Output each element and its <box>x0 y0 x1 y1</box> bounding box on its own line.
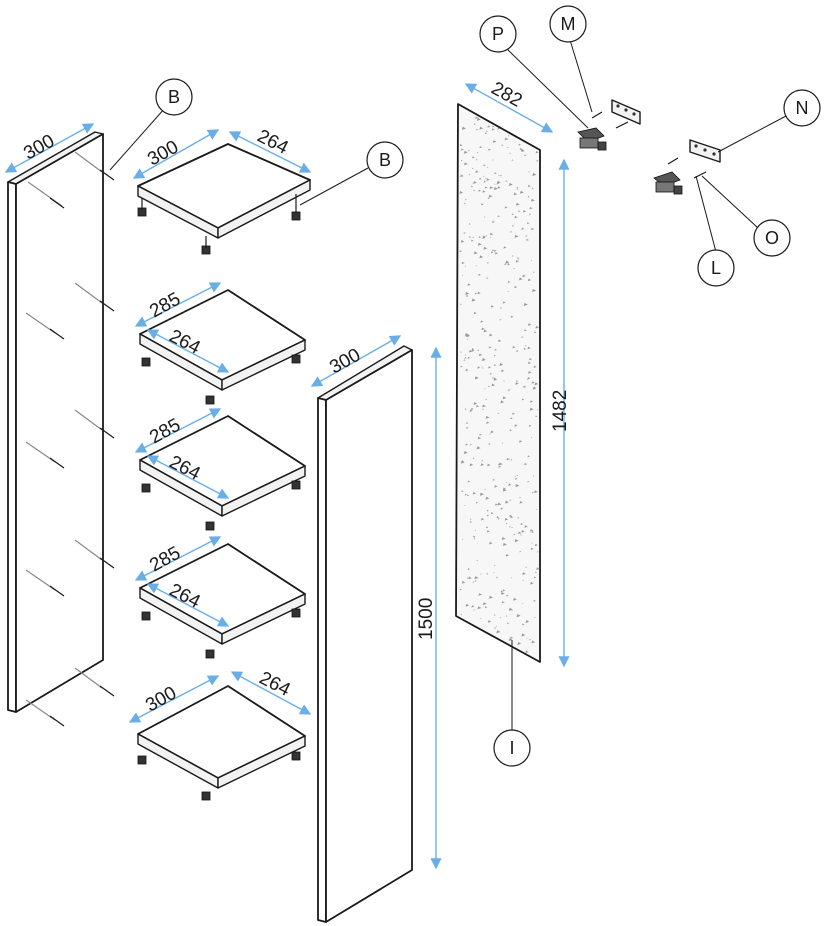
svg-text:M: M <box>561 14 576 34</box>
shelf-2: 285 264 <box>134 282 306 405</box>
right-side-height-label: 1500 <box>416 598 437 640</box>
top-shelf-depth-label: 264 <box>254 126 292 159</box>
shelf-3: 285 264 <box>134 408 306 531</box>
back-panel-width-label: 282 <box>488 78 526 112</box>
svg-text:B: B <box>168 87 180 107</box>
left-panel-dowels <box>25 151 115 727</box>
callout-n: N <box>717 89 821 153</box>
shelf-top: 300 264 <box>132 126 312 255</box>
bottom-shelf-depth-label: 264 <box>256 668 294 701</box>
svg-text:O: O <box>765 228 779 248</box>
right-side-panel: 300 1500 <box>310 335 442 923</box>
hardware-set-lower <box>653 139 721 195</box>
back-panel-height-label: 1482 <box>550 390 571 432</box>
back-panel-texture <box>459 116 540 654</box>
callout-m: M <box>549 5 593 113</box>
bottom-shelf-width-label: 300 <box>142 683 180 717</box>
callout-l: L <box>695 175 735 287</box>
svg-text:I: I <box>509 738 514 758</box>
shelf-4: 285 264 <box>134 536 306 659</box>
left-side-panel: 300 <box>4 123 115 727</box>
callout-o: O <box>701 175 791 257</box>
svg-text:B: B <box>379 150 391 170</box>
svg-text:L: L <box>711 258 721 278</box>
svg-text:P: P <box>492 24 504 44</box>
callout-p: P <box>479 15 589 129</box>
back-panel: 282 1482 <box>455 78 571 668</box>
callout-b-shelf: B <box>299 141 404 206</box>
top-shelf-width-label: 300 <box>144 137 182 171</box>
shelf-bottom: 300 264 <box>128 668 312 801</box>
svg-text:N: N <box>796 98 809 118</box>
callout-i: I <box>493 640 531 767</box>
hardware-set-upper <box>577 99 641 151</box>
